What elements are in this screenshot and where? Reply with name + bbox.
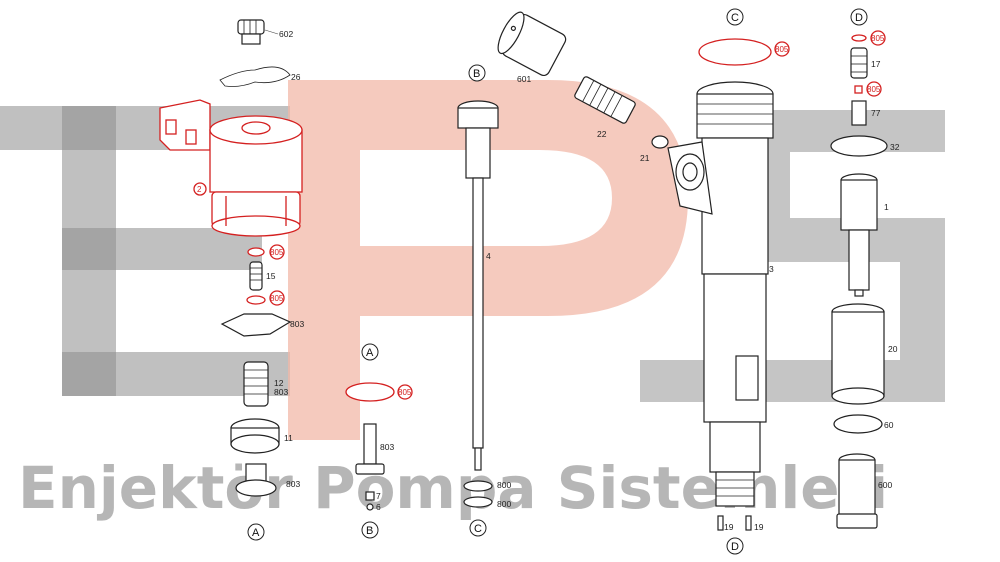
label-2: 2 bbox=[197, 185, 202, 194]
label-803-a: 803 bbox=[290, 319, 304, 329]
label-3: 3 bbox=[769, 264, 774, 274]
label-602: 602 bbox=[279, 29, 293, 39]
svg-text:C: C bbox=[474, 523, 482, 535]
part-12-spring bbox=[243, 361, 269, 407]
inlet-group: 601 22 21 bbox=[497, 11, 669, 163]
part-4-valve-rod bbox=[457, 100, 499, 471]
svg-text:B: B bbox=[473, 68, 480, 80]
part-805-ring-b bbox=[246, 295, 266, 305]
label-805-d: 805 bbox=[775, 45, 789, 54]
injector-body-group: C 805 3 19 19 D bbox=[667, 8, 790, 555]
watermark-e-mid bbox=[62, 228, 262, 270]
marker-d-bottom bbox=[726, 537, 744, 555]
svg-text:D: D bbox=[731, 541, 739, 553]
part-805-ring-a bbox=[247, 247, 265, 257]
label-15: 15 bbox=[266, 271, 276, 281]
part-805-washer-c bbox=[698, 38, 772, 66]
watermark-p-shape bbox=[288, 80, 688, 440]
part-11-nut bbox=[230, 418, 280, 454]
label-600: 600 bbox=[878, 480, 892, 490]
part-19-pin-a bbox=[717, 515, 724, 531]
part-803-sleeve bbox=[235, 463, 277, 497]
svg-text:B: B bbox=[366, 525, 373, 537]
label-11: 11 bbox=[284, 433, 293, 443]
label-805-b: 805 bbox=[270, 294, 284, 303]
label-803-c: 803 bbox=[286, 479, 300, 489]
marker-b-top bbox=[468, 64, 486, 82]
label-26: 26 bbox=[291, 72, 301, 82]
label-800-a: 800 bbox=[497, 480, 511, 490]
part-7-ball-seat bbox=[365, 491, 375, 501]
marker-d-top bbox=[850, 8, 868, 26]
part-77-spacer bbox=[851, 100, 867, 126]
label-32: 32 bbox=[890, 142, 900, 152]
svg-text:D: D bbox=[855, 12, 863, 24]
valve-rod-group: B 4 800 800 C bbox=[457, 64, 511, 537]
part-805-shim bbox=[854, 85, 863, 94]
label-17: 17 bbox=[871, 59, 881, 69]
svg-text:A: A bbox=[366, 347, 374, 359]
marker-b-bottom bbox=[361, 521, 379, 539]
label-12: 12 bbox=[274, 378, 284, 388]
part-805-washer-a bbox=[345, 382, 395, 402]
part-800-ring-b bbox=[463, 496, 493, 508]
part-20-nozzle-nut bbox=[831, 303, 885, 405]
nozzle-group: D 805 17 805 77 32 1 20 60 bbox=[830, 8, 900, 529]
label-805-f: 805 bbox=[867, 85, 881, 94]
marker-a-bottom bbox=[247, 523, 265, 541]
part-803-armature bbox=[220, 313, 292, 337]
label-22: 22 bbox=[597, 129, 607, 139]
part-805-ring-d bbox=[851, 34, 867, 42]
part-26-clip bbox=[219, 66, 291, 87]
part-22-filter bbox=[574, 76, 636, 124]
label-6: 6 bbox=[376, 502, 381, 512]
svg-text:A: A bbox=[252, 527, 260, 539]
label-805-e: 805 bbox=[871, 34, 885, 43]
part-15-spring bbox=[249, 261, 263, 291]
part-803-valve bbox=[355, 423, 385, 475]
part-600-cap bbox=[836, 453, 878, 529]
valve-a-group: A 805 803 7 6 B bbox=[345, 343, 413, 539]
part-1-nozzle bbox=[840, 173, 878, 297]
part-2-solenoid bbox=[159, 99, 303, 237]
svg-text:C: C bbox=[731, 12, 739, 24]
label-19-a: 19 bbox=[724, 522, 734, 532]
marker-a-top bbox=[361, 343, 379, 361]
watermark-s-shape bbox=[640, 110, 945, 402]
label-805-c: 805 bbox=[398, 388, 412, 397]
label-1: 1 bbox=[884, 202, 889, 212]
label-19-b: 19 bbox=[754, 522, 764, 532]
label-21: 21 bbox=[640, 153, 650, 163]
label-4: 4 bbox=[486, 251, 491, 261]
label-60: 60 bbox=[884, 420, 894, 430]
part-602-nut bbox=[237, 19, 265, 45]
label-800-b: 800 bbox=[497, 499, 511, 509]
part-3-injector-body bbox=[667, 81, 774, 507]
part-19-pin-b bbox=[745, 515, 752, 531]
part-60-washer bbox=[833, 414, 883, 434]
label-77: 77 bbox=[871, 108, 881, 118]
part-21-seal bbox=[651, 135, 669, 149]
label-805-a: 805 bbox=[270, 248, 284, 257]
part-6-ball bbox=[366, 503, 374, 511]
marker-c-top bbox=[726, 8, 744, 26]
marker-c-bottom bbox=[469, 519, 487, 537]
label-601: 601 bbox=[517, 74, 531, 84]
part-601-cap bbox=[497, 11, 567, 76]
part-32-washer bbox=[830, 135, 888, 157]
part-800-ring-a bbox=[463, 480, 493, 492]
label-20: 20 bbox=[888, 344, 898, 354]
label-803-d: 803 bbox=[380, 442, 394, 452]
label-803-b: 803 bbox=[274, 387, 288, 397]
part-17-spring bbox=[850, 47, 868, 79]
solenoid-group: 602 26 2 805 15 805 bbox=[159, 19, 304, 541]
label-7: 7 bbox=[376, 491, 381, 501]
